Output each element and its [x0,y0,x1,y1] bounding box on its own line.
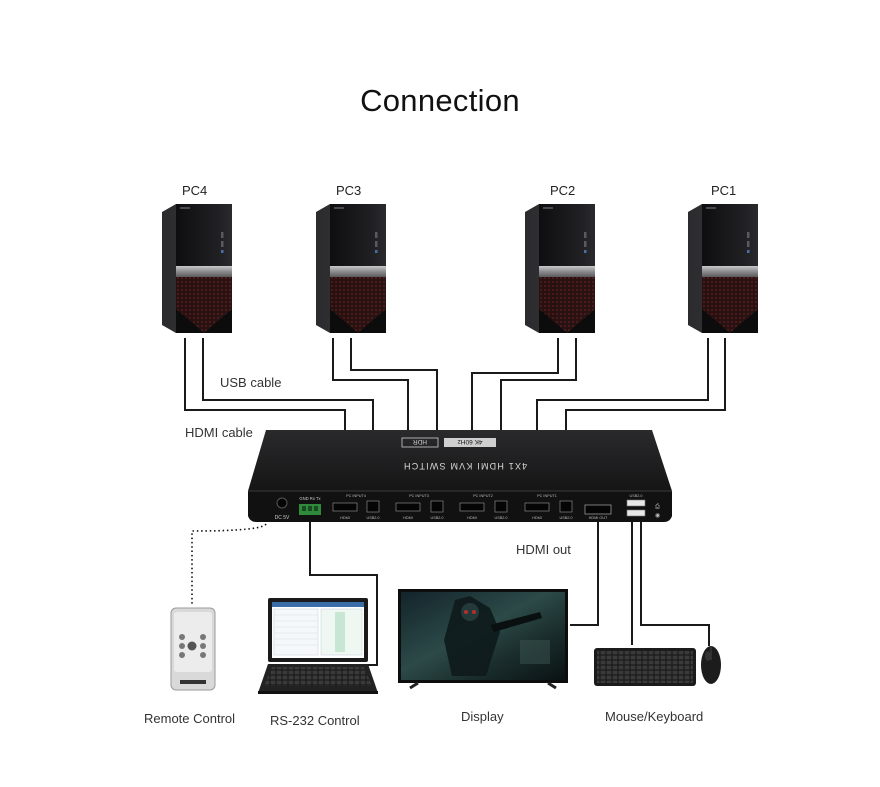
usb-symbol-icon: ⎙ [655,503,660,510]
usb-b-port [494,500,508,513]
input-group-pc1: PC INPUT1 HDMI USB2.0 [524,494,573,520]
svg-text:PC INPUT2: PC INPUT2 [473,494,493,498]
rs232-cable [309,522,378,666]
svg-text:USB2.0: USB2.0 [559,516,572,520]
switch-name-text: 4X1 HDMI KVM SWITCH [403,461,527,471]
pc1-label: PC1 [711,183,737,198]
hdmi-port [524,502,550,512]
input-group-pc4: PC INPUT4 HDMI USB2.0 [332,494,380,520]
laptop [258,598,378,694]
svg-text:HDMI OUT: HDMI OUT [589,516,608,520]
hdmi-out-port [584,504,612,515]
kvm-switch: 4X1 HDMI KVM SWITCH HDR 4K 60Hz DC 5V GN… [248,430,672,522]
mouse [701,646,721,684]
usb-a-port [626,499,646,507]
usb-cable-label: USB cable [220,375,282,390]
svg-text:HDMI: HDMI [467,516,477,520]
dc-power-port [276,497,288,509]
mouse-keyboard-label: Mouse/Keyboard [605,709,704,724]
svg-text:PC INPUT4: PC INPUT4 [346,494,366,498]
hdmi-out-label: HDMI out [516,542,571,557]
svg-text:HDMI: HDMI [403,516,413,520]
input-group-pc3: PC INPUT3 HDMI USB2.0 [395,494,444,520]
dc-port-label: DC 5V [275,515,290,521]
rs232-port-label: GND Rx Tx [299,496,321,501]
diagram-title: Connection [360,83,520,118]
keyboard [594,648,696,686]
svg-text:HDMI: HDMI [340,516,350,520]
display-monitor [398,589,568,690]
remote-control [170,607,216,691]
pc-tower-pc3 [316,204,386,333]
svg-text:USB2.0: USB2.0 [494,516,507,520]
pc2-label: PC2 [550,183,576,198]
usb-a-port [626,509,646,517]
hdmi-out-cable [570,522,599,626]
svg-text:USB2.0: USB2.0 [629,494,642,498]
badge-4k: 4K 60Hz [458,438,483,445]
pc4-label: PC4 [182,183,208,198]
pc-tower-pc4 [162,204,232,333]
input-group-pc2: PC INPUT2 HDMI USB2.0 [459,494,508,520]
svg-text:HDMI: HDMI [532,516,542,520]
pc3-label: PC3 [336,183,362,198]
hdmi-port [395,502,421,512]
pc-tower-pc1 [688,204,758,333]
hdmi-port [332,502,358,512]
usb-b-port [559,500,573,513]
svg-text:PC INPUT3: PC INPUT3 [409,494,429,498]
mouse-cable [640,522,710,646]
pc-tower-pc2 [525,204,595,333]
badge-hdr: HDR [413,438,427,445]
svg-text:USB2.0: USB2.0 [366,516,379,520]
svg-text:PC INPUT1: PC INPUT1 [537,494,557,498]
ir-receiver-icon: ◉ [655,513,660,519]
remote-control-label: Remote Control [144,711,236,726]
svg-text:USB2.0: USB2.0 [430,516,443,520]
usb-b-port [366,500,380,513]
hdmi-cable-label: HDMI cable [185,425,253,440]
hdmi-port [459,502,485,512]
display-label: Display [461,709,504,724]
rs232-control-label: RS-232 Control [270,713,360,728]
ir-signal-line [191,523,267,605]
usb-b-port [430,500,444,513]
